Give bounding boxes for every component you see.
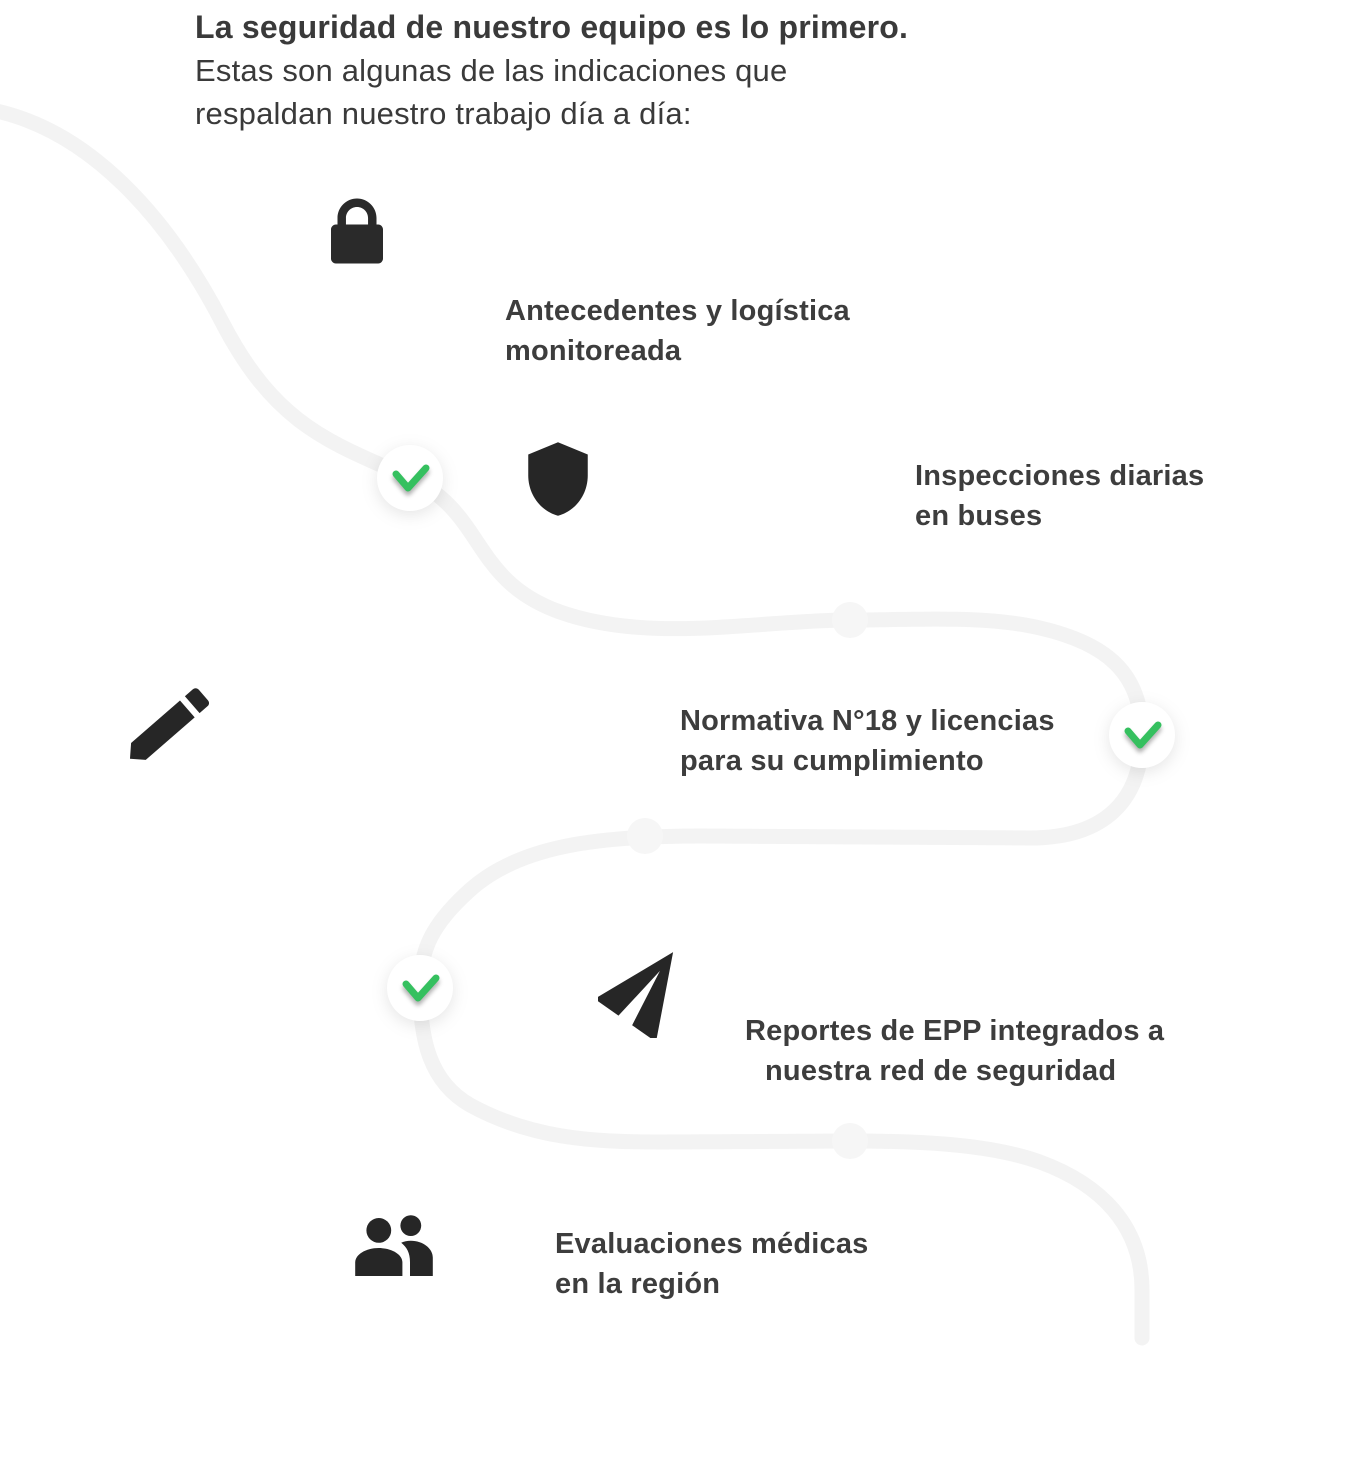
step-label-line: Inspecciones diarias	[915, 460, 1205, 492]
checkpoint-check-icon	[387, 955, 453, 1021]
step-label-line: Reportes de EPP integrados a	[745, 1015, 1165, 1047]
step-label: Antecedentes y logística monitoreada	[505, 291, 850, 371]
checkpoint-check-icon	[377, 445, 443, 511]
step-label: Evaluaciones médicas en la región	[555, 1224, 869, 1304]
page-title: La seguridad de nuestro equipo es lo pri…	[195, 6, 908, 135]
pencil-icon	[120, 672, 220, 776]
step-label: Normativa N°18 y licencias para su cumpl…	[680, 701, 1055, 781]
path-dot	[832, 1123, 868, 1159]
path-dot	[627, 818, 663, 854]
page-title-line: La seguridad de nuestro equipo es lo pri…	[195, 9, 909, 45]
page-title-line: respaldan nuestro trabajo día a día:	[195, 96, 692, 131]
step-label: Inspecciones diarias en buses	[915, 456, 1204, 536]
path-dot	[832, 602, 868, 638]
lock-icon	[318, 190, 396, 272]
page-title-line: Estas son algunas de las indicaciones qu…	[195, 53, 788, 88]
step-label-line: nuestra red de seguridad	[765, 1055, 1117, 1087]
checkpoint-check-icon	[1109, 702, 1175, 768]
people-icon	[346, 1200, 442, 1296]
step-label: Reportes de EPP integrados a nuestra red…	[745, 1011, 1164, 1091]
step-label-line: Normativa N°18 y licencias	[680, 705, 1055, 737]
step-label-line: en buses	[915, 500, 1043, 532]
step-label-line: para su cumplimiento	[680, 745, 984, 777]
paper-plane-icon	[598, 938, 698, 1038]
shield-icon	[516, 436, 600, 522]
step-label-line: Antecedentes y logística	[505, 295, 850, 327]
step-label-line: monitoreada	[505, 335, 682, 367]
step-label-line: en la región	[555, 1268, 721, 1300]
step-label-line: Evaluaciones médicas	[555, 1228, 869, 1260]
